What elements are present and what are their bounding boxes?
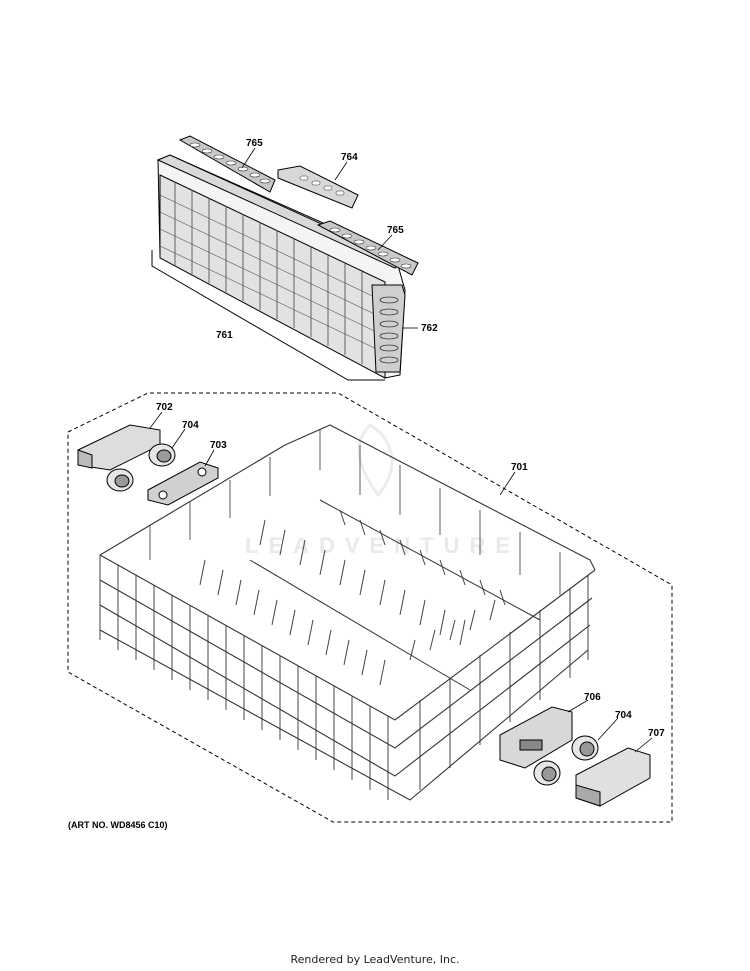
rack-adjuster-left [77,424,161,471]
callout-702: 702 [156,402,173,413]
callout-704-right: 704 [615,710,632,721]
callout-761: 761 [216,330,233,341]
callout-704-left: 704 [182,420,199,431]
rack-roller-right-b [533,760,561,786]
leader-lines [149,147,653,753]
callout-762: 762 [421,323,438,334]
basket-lid-left [178,135,276,193]
watermark-text: LEADVENTURE [245,533,520,558]
art-number: (ART NO. WD8456 C10) [68,820,168,830]
rack-roller-right-a [571,735,599,761]
callout-707: 707 [648,728,665,739]
rack-clip-left [147,461,219,506]
basket-lid-right [316,220,419,276]
rack-stop-cap [575,747,651,807]
callout-703: 703 [210,440,227,451]
rack-roller-left-a [106,468,134,492]
callout-764: 764 [341,152,358,163]
footer-credit: Rendered by LeadVenture, Inc. [290,953,460,966]
upper-dish-rack [99,424,596,801]
callout-706: 706 [584,692,601,703]
rack-adjuster-right [499,706,573,769]
rack-roller-left-b [148,443,176,467]
basket-lid-center [277,165,359,209]
assembly-boundary [67,392,673,823]
watermark: LEADVENTURE [245,423,520,558]
callout-765-top: 765 [246,138,263,149]
callout-765-right: 765 [387,225,404,236]
silverware-basket [151,154,407,381]
callout-701: 701 [511,462,528,473]
